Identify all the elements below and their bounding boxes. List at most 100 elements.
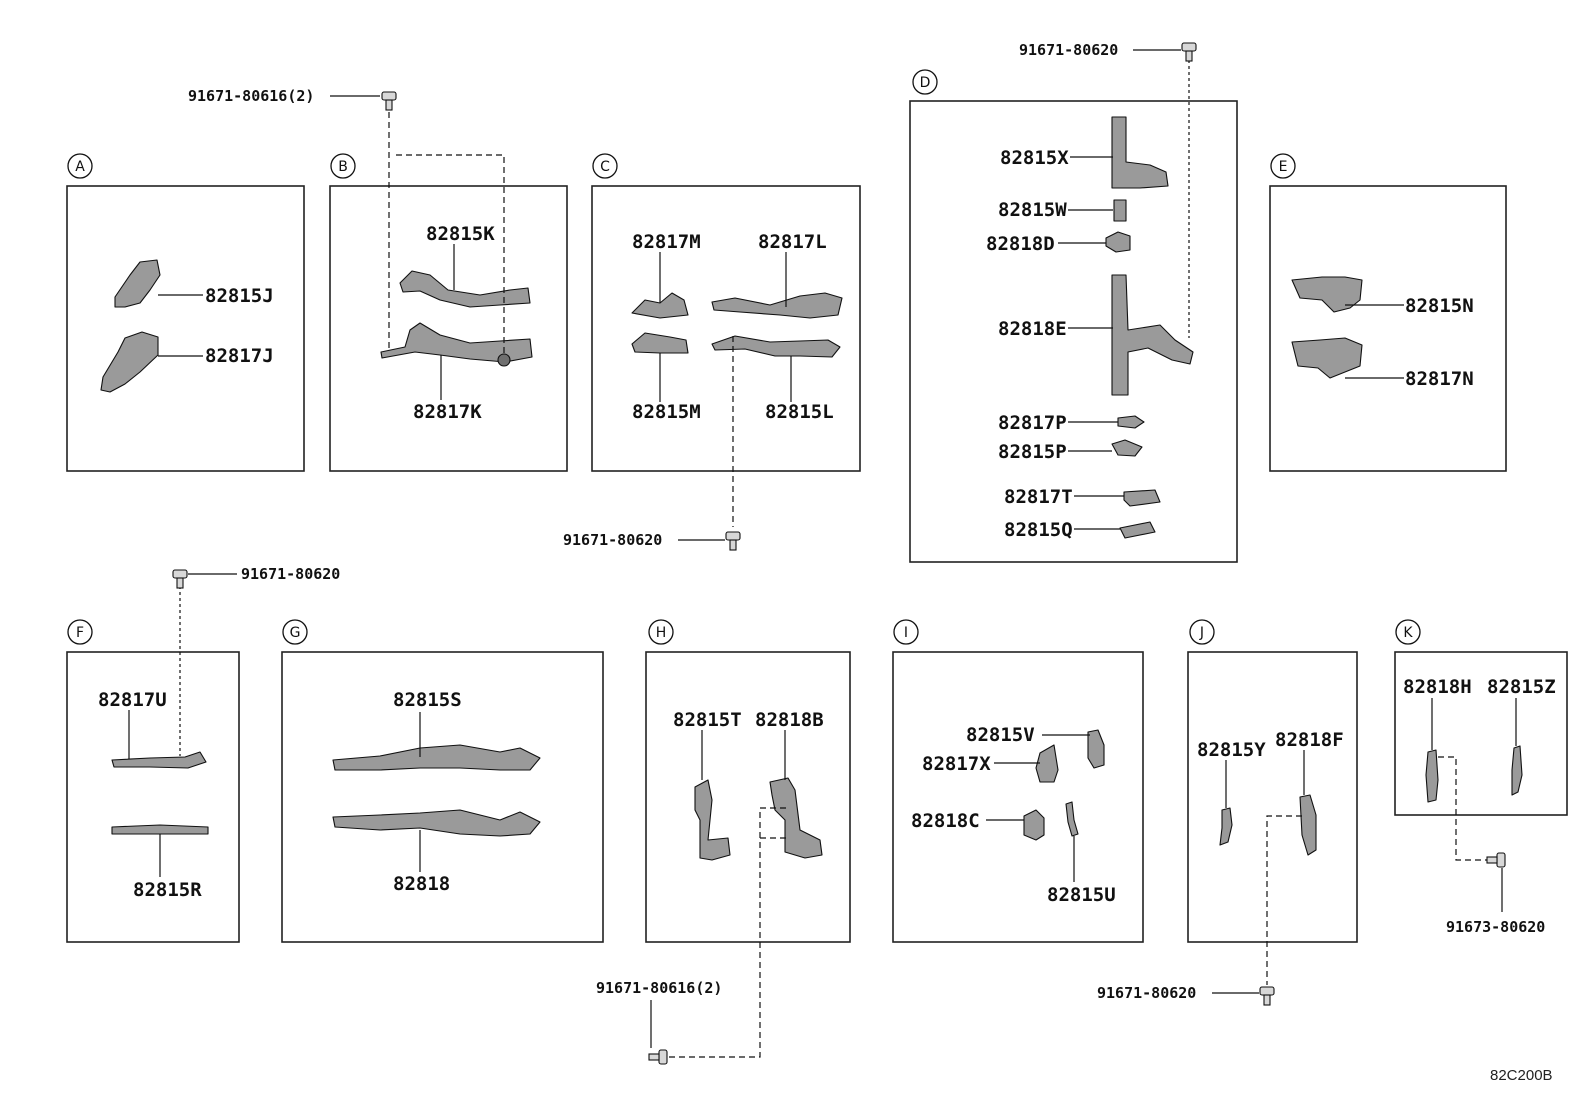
section-k: K 82818H 82815Z [1394, 619, 1568, 861]
label-82815u: 82815U [1047, 884, 1116, 906]
section-i: I 82815V 82817X 82818C 82815U [892, 619, 1144, 943]
part-82815r-shape [111, 824, 209, 835]
section-j-letter: J [1199, 625, 1204, 641]
label-82817l: 82817L [758, 231, 827, 253]
label-82815n: 82815N [1405, 295, 1474, 317]
section-b-marker [330, 153, 356, 179]
label-82815p: 82815P [998, 441, 1067, 463]
bolt-icon [725, 531, 741, 551]
part-82817l-shape [711, 292, 843, 319]
label-82817m: 82817M [632, 231, 701, 253]
section-a: A 82815J 82817J [66, 153, 305, 472]
section-i-box [892, 651, 1144, 943]
section-e-box [1269, 185, 1507, 472]
label-82818d: 82818D [986, 233, 1055, 255]
section-c-letter: C [600, 159, 610, 175]
section-c-box [591, 185, 861, 472]
section-a-box [66, 185, 305, 472]
bolt-k-bottom-label: 91673-80620 [1446, 918, 1545, 936]
part-82818c-shape [1023, 809, 1045, 841]
label-82815r: 82815R [133, 879, 202, 901]
section-c: C 82817M 82817L 82815M 82815L [591, 153, 861, 527]
label-82818: 82818 [393, 873, 450, 895]
section-k-box [1394, 651, 1568, 816]
label-82817u: 82817U [98, 689, 167, 711]
section-b-letter: B [338, 159, 348, 175]
section-j-box [1187, 651, 1358, 943]
bolt-icon [1181, 42, 1197, 62]
label-82818h: 82818H [1403, 676, 1472, 698]
section-f-letter: F [76, 625, 84, 641]
label-82815l: 82815L [765, 401, 834, 423]
section-g-letter: G [290, 625, 301, 641]
part-82818e-shape [1111, 274, 1194, 396]
section-h-marker [648, 619, 674, 645]
section-h-box [645, 651, 851, 943]
bolt-b-top: 91671-80616(2) [188, 87, 397, 111]
label-82815m: 82815M [632, 401, 701, 423]
label-82817p: 82817P [998, 412, 1067, 434]
part-82815m-shape [631, 332, 689, 354]
section-j: J 82815Y 82818F [1187, 619, 1358, 985]
section-d-marker [912, 69, 938, 95]
label-82818b: 82818B [755, 709, 824, 731]
section-d-box [909, 100, 1238, 563]
part-82818h-shape [1425, 749, 1439, 803]
label-82815w: 82815W [998, 199, 1067, 221]
part-82817n-shape [1291, 337, 1363, 379]
part-82817p-shape [1117, 415, 1145, 429]
part-82815z-shape [1511, 745, 1523, 796]
label-82817n: 82817N [1405, 368, 1474, 390]
section-a-marker [67, 153, 93, 179]
label-82817t: 82817T [1004, 486, 1073, 508]
part-82815x-shape [1111, 116, 1169, 189]
part-82817x-shape [1035, 744, 1059, 783]
label-82818c: 82818C [911, 810, 980, 832]
section-e-letter: E [1279, 159, 1288, 175]
bolt-c-bottom-label: 91671-80620 [563, 531, 662, 549]
part-82815s-shape [332, 744, 541, 771]
part-82815u-shape [1065, 801, 1079, 837]
section-f-box [66, 651, 240, 943]
label-82815v: 82815V [966, 724, 1035, 746]
section-g: G 82815S 82818 [281, 619, 604, 943]
bolt-icon [1259, 986, 1275, 1006]
label-82815z: 82815Z [1487, 676, 1556, 698]
bolt-j-bottom: 91671-80620 [1097, 984, 1275, 1006]
bolt-h-bottom: 91671-80616(2) [596, 979, 722, 1065]
part-82815v-shape [1087, 729, 1105, 769]
section-h: H 82815T 82818B [645, 619, 851, 1058]
part-82815l-shape [711, 335, 841, 358]
part-82815q-shape [1119, 521, 1156, 539]
bolt-icon [648, 1049, 668, 1065]
bolt-b-top-label: 91671-80616(2) [188, 87, 314, 105]
label-82815q: 82815Q [1004, 519, 1073, 541]
part-82815n-shape [1291, 276, 1363, 313]
b-bolt-dashline [388, 108, 505, 354]
label-82815y: 82815Y [1197, 739, 1266, 761]
part-82815j-shape [114, 259, 161, 308]
part-82815k-shape [399, 270, 531, 308]
part-82818-shape [332, 809, 541, 837]
part-82817k-shape [380, 322, 533, 363]
section-h-letter: H [656, 625, 667, 641]
k-bolt-dashline [1438, 756, 1488, 861]
part-82817k-clip [497, 353, 511, 367]
label-82815k: 82815K [426, 223, 495, 245]
label-82818f: 82818F [1275, 729, 1344, 751]
label-82815x: 82815X [1000, 147, 1069, 169]
label-82818e: 82818E [998, 318, 1067, 340]
label-82815s: 82815S [393, 689, 462, 711]
part-82817j-shape [100, 331, 159, 393]
part-82817m-shape [631, 292, 689, 319]
section-b: B 82815K 82817K [329, 108, 568, 472]
label-82817k: 82817K [413, 401, 482, 423]
label-82817j: 82817J [205, 345, 274, 367]
section-e: E 82815N 82817N [1269, 153, 1507, 472]
section-b-box [329, 185, 568, 472]
h-bolt-dashline [664, 807, 786, 1058]
part-82818b-shape [769, 777, 823, 859]
part-82818d-shape [1105, 231, 1131, 253]
part-82815y-shape [1219, 807, 1233, 846]
